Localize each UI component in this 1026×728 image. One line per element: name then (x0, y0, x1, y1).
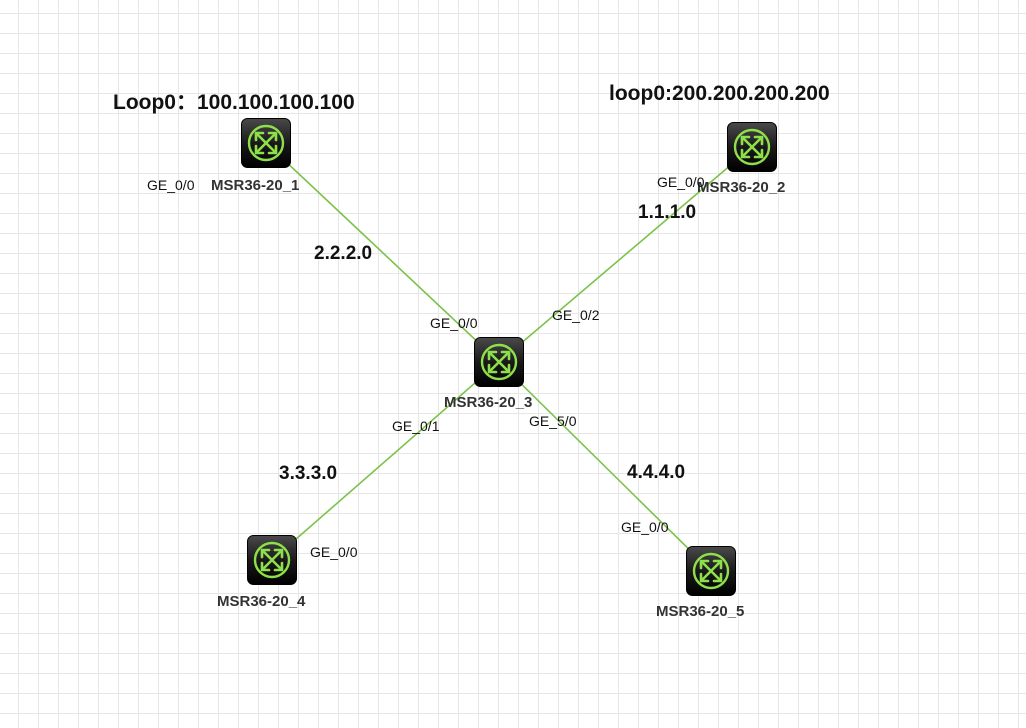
port-label-r1: GE_0/0 (147, 177, 195, 193)
router-icon (474, 337, 524, 387)
link-r5-r3[interactable] (498, 361, 712, 572)
router-name-2: MSR36-20_2 (697, 179, 786, 196)
router-name-1: MSR36-20_1 (211, 177, 300, 194)
port-label-r2: GE_0/0 (657, 174, 705, 190)
port-label-r3-to-r1: GE_0/0 (430, 315, 478, 331)
port-label-r4: GE_0/0 (310, 544, 358, 560)
router-msr36-20-4[interactable] (247, 535, 297, 585)
port-label-r3-to-r4: GE_0/1 (392, 418, 440, 434)
router-icon (241, 118, 291, 168)
port-label-r3-to-r5: GE_5/0 (529, 413, 577, 429)
router-msr36-20-3[interactable] (474, 337, 524, 387)
links-layer (265, 142, 753, 572)
router-msr36-20-1[interactable] (241, 118, 291, 168)
network-label-r1-r3: 2.2.2.0 (314, 243, 373, 264)
router-icon (727, 122, 777, 172)
network-label-r2-r3: 1.1.1.0 (638, 202, 697, 223)
router-icon (686, 546, 736, 596)
link-r2-r3[interactable] (498, 146, 753, 363)
loopback-label-r2: loop0:200.200.200.200 (609, 82, 830, 105)
link-r4-r3[interactable] (271, 361, 500, 561)
port-label-r5: GE_0/0 (621, 519, 669, 535)
router-name-5: MSR36-20_5 (656, 603, 745, 620)
router-icon (247, 535, 297, 585)
network-label-r5-r3: 4.4.4.0 (627, 462, 686, 483)
link-r1-r3[interactable] (265, 142, 500, 363)
router-name-4: MSR36-20_4 (217, 593, 306, 610)
router-name-3: MSR36-20_3 (444, 394, 533, 411)
router-msr36-20-5[interactable] (686, 546, 736, 596)
loopback-label-r1: Loop0：100.100.100.100 (113, 91, 355, 114)
port-label-r3-to-r2: GE_0/2 (552, 307, 600, 323)
router-msr36-20-2[interactable] (727, 122, 777, 172)
network-label-r4-r3: 3.3.3.0 (279, 463, 338, 484)
